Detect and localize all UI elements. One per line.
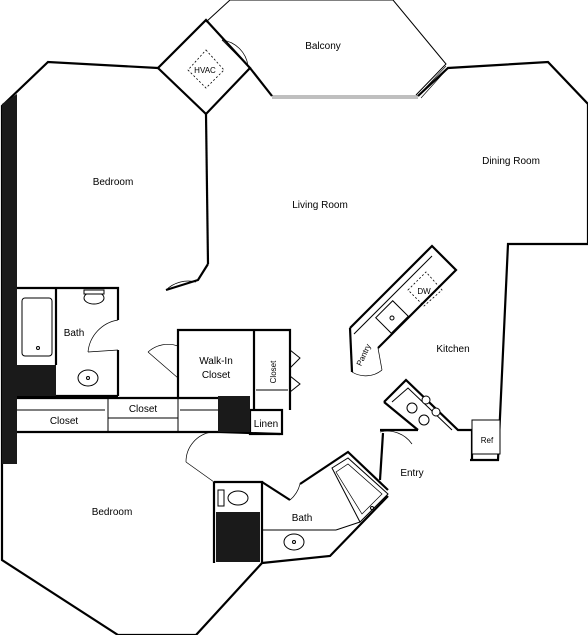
label-bedroom-top: Bedroom <box>93 177 134 188</box>
top-bath-fixtures <box>21 289 105 387</box>
label-entry: Entry <box>400 468 423 479</box>
label-closet-left: Closet <box>50 416 79 427</box>
label-walk-in-1: Walk-In <box>199 356 233 367</box>
label-closet-vertical: Closet <box>269 360 278 383</box>
label-closet-mid: Closet <box>129 404 158 415</box>
label-bedroom-bottom: Bedroom <box>92 507 133 518</box>
bottom-bath-fixtures <box>217 489 374 551</box>
label-pantry: Pantry <box>355 343 373 368</box>
label-living-room: Living Room <box>292 200 348 211</box>
label-balcony: Balcony <box>305 41 341 52</box>
label-dining-room: Dining Room <box>482 156 540 167</box>
label-ref: Ref <box>481 436 494 445</box>
left-exterior-wall <box>2 104 17 464</box>
label-dw: DW <box>417 287 431 296</box>
label-bath-bottom: Bath <box>292 513 313 524</box>
interior-walls <box>17 113 501 563</box>
label-hvac: HVAC <box>194 66 216 75</box>
label-walk-in-2: Closet <box>202 370 231 381</box>
room-labels: Balcony HVAC Dining Room Bedroom Living … <box>50 41 540 524</box>
shaft-walk-in <box>218 396 250 432</box>
label-bath-top: Bath <box>64 328 85 339</box>
label-linen: Linen <box>254 419 278 430</box>
shaft-bottom-bath <box>216 512 260 562</box>
label-kitchen: Kitchen <box>436 344 469 355</box>
shaft-top-bath <box>17 365 56 396</box>
